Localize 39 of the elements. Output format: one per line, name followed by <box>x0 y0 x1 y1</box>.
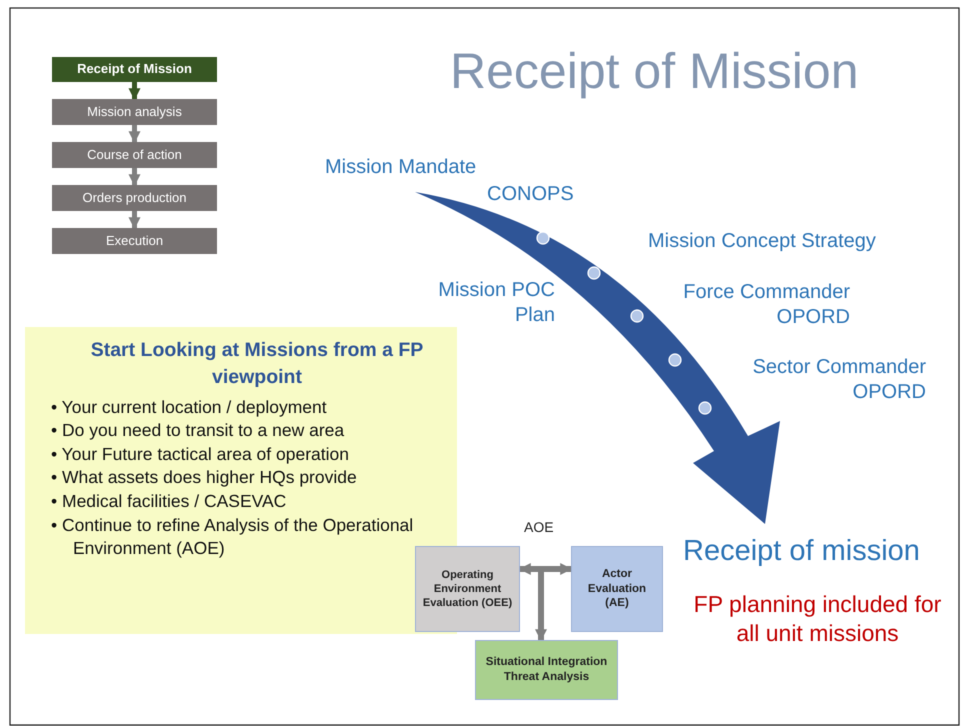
bullet-item: • Your current location / deployment <box>51 396 328 419</box>
process-box <box>475 640 618 700</box>
box-text: Course of action <box>86 146 183 164</box>
process-step-box <box>52 57 217 82</box>
box-text: Situational Integration Threat Analysis <box>484 655 608 685</box>
arrow <box>128 168 140 186</box>
stage-label: Sector Commander OPORD <box>752 355 926 405</box>
stage-label: Force Commander OPORD <box>682 280 850 330</box>
process-step-box <box>52 142 217 168</box>
box-text: Operating Environment Evaluation (OEE) <box>422 568 514 610</box>
result-label: Receipt of mission <box>683 534 920 569</box>
bullet-item: • Your Future tactical area of operation <box>51 442 350 466</box>
box-text: Orders production <box>81 190 188 206</box>
bullet-item: • Medical facilities / CASEVAC <box>51 490 288 514</box>
bullet-item: • What assets does higher HQs provide <box>51 466 358 490</box>
process-step-box <box>52 185 217 211</box>
process-box <box>571 546 663 632</box>
arrow <box>535 569 547 642</box>
note-text: FP planning included for all unit missions <box>692 590 942 648</box>
stage-label: Mission Concept Strategy <box>648 229 876 254</box>
panel-heading: Start Looking at Missions from a FP viewpoint <box>90 338 424 390</box>
box-text: Actor Evaluation (AE) <box>586 566 648 612</box>
arrow <box>518 563 572 575</box>
box-text: Execution <box>104 232 164 250</box>
bullet-item: • Continue to refine Analysis of the Operational Environment (AOE) <box>51 514 414 560</box>
group-label: AOE <box>524 519 554 536</box>
process-box <box>415 546 520 632</box>
bullet-item: • Do you need to transit to a new area <box>51 419 346 442</box>
arrow <box>128 125 140 144</box>
stage-label: Mission POC Plan <box>437 278 555 328</box>
process-step-box <box>52 228 217 254</box>
box-text: Mission analysis <box>86 104 183 120</box>
stage-label: Mission Mandate <box>325 155 476 180</box>
stage-label: CONOPS <box>487 182 574 207</box>
process-step-box <box>52 99 217 125</box>
slide-title: Receipt of Mission <box>450 42 858 101</box>
arrow <box>128 82 140 100</box>
arrow <box>128 211 140 230</box>
box-text: Receipt of Mission <box>76 61 193 78</box>
